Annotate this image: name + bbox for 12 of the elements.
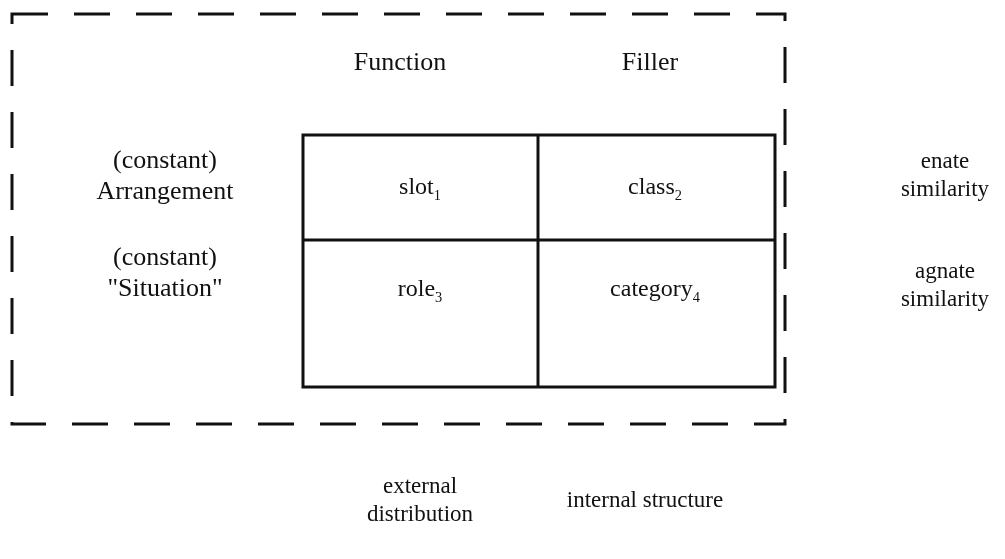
- side-note: enate similarity: [899, 147, 991, 203]
- column-header: Filler: [620, 46, 680, 78]
- table-cell-text: slot$_{1}$: [398, 171, 442, 205]
- table-cell-text: category$_{4}$: [609, 273, 701, 307]
- table-cell-text: role$_{3}$: [396, 273, 444, 307]
- side-note: agnate similarity: [899, 257, 991, 313]
- row-header: (constant) Arrangement: [95, 143, 235, 207]
- table-cell-text: class$_{2}$: [627, 171, 683, 205]
- column-header: Function: [352, 46, 448, 78]
- row-header: (constant) "Situation": [106, 240, 224, 304]
- bottom-note: internal structure: [565, 486, 725, 514]
- bottom-note: external distribution: [365, 472, 475, 528]
